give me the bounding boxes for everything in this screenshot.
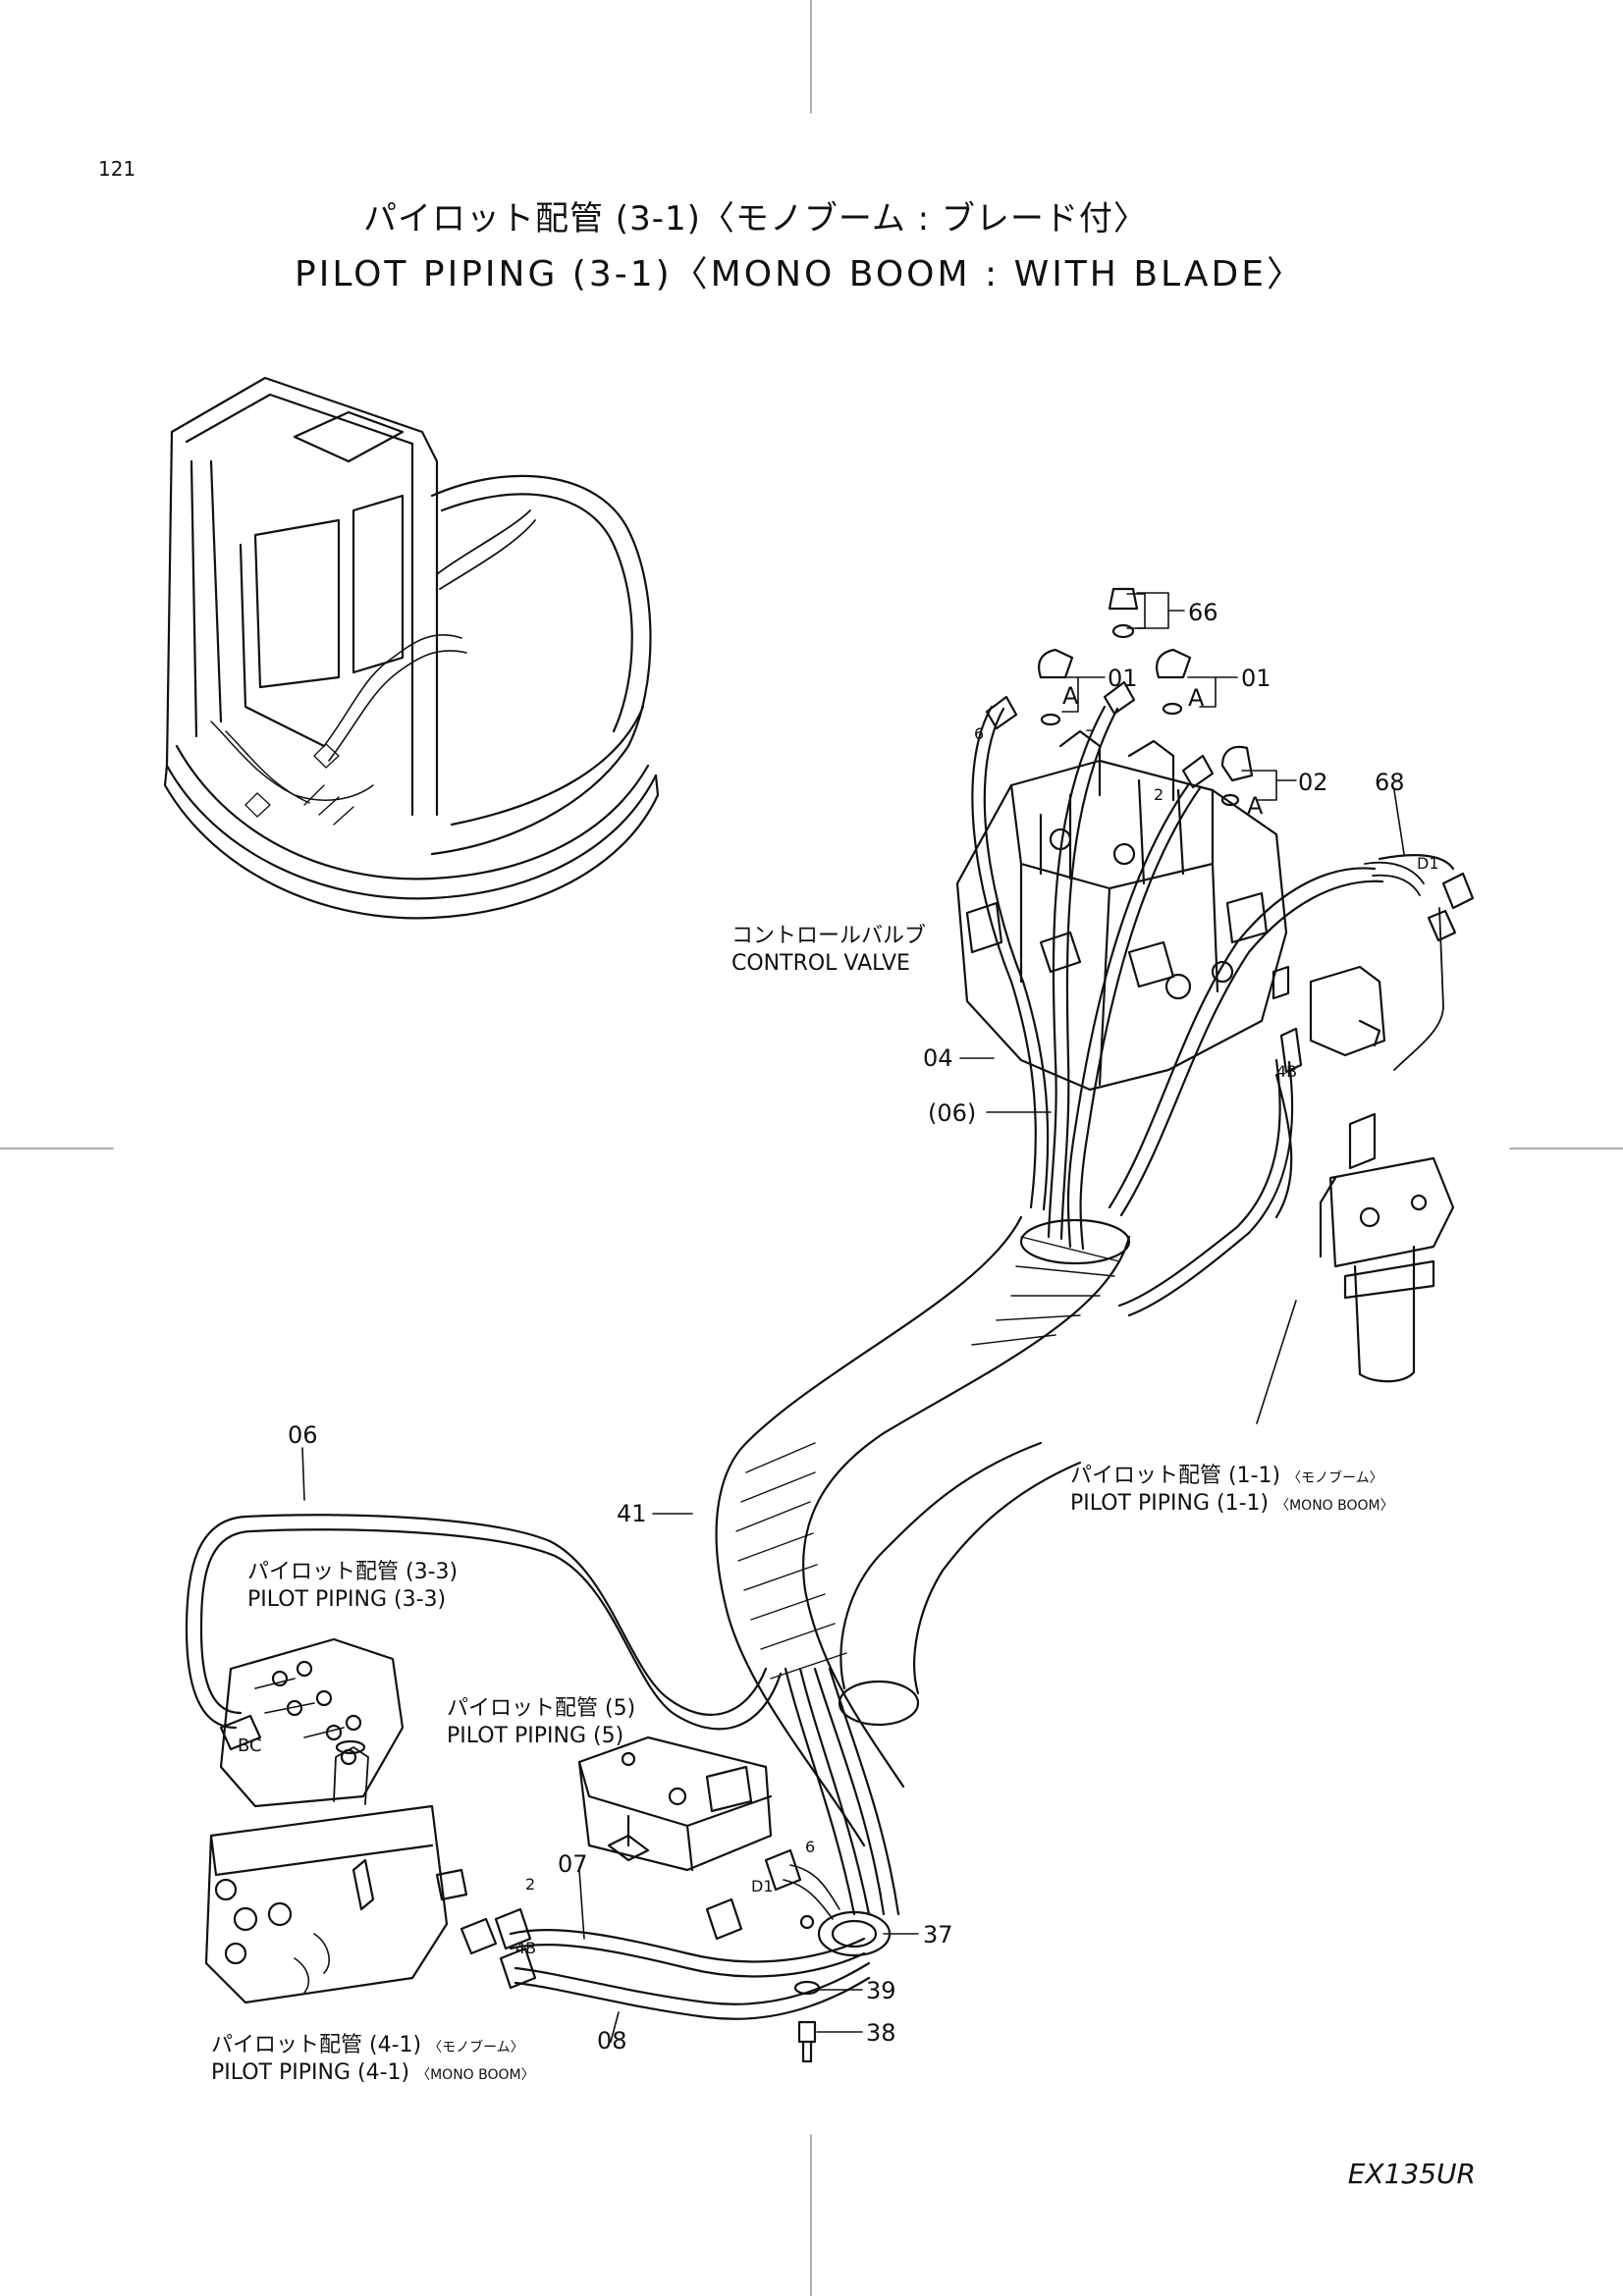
part-number-06-paren[interactable]: (06) — [928, 1099, 977, 1127]
page-title-en: PILOT PIPING (3-1)〈MONO BOOM : WITH BLAD… — [295, 254, 1305, 294]
ref-pilot-piping-1-1-en[interactable]: PILOT PIPING (1-1) 〈MONO BOOM〉 — [1070, 1490, 1394, 1520]
model-number: EX135UR — [1347, 2158, 1476, 2190]
part-number-38[interactable]: 38 — [866, 2019, 896, 2047]
part-number-08[interactable]: 08 — [597, 2027, 627, 2055]
port-label-d1: D1 — [1417, 854, 1439, 873]
part-number-37[interactable]: 37 — [923, 1921, 953, 1949]
part-number-41[interactable]: 41 — [617, 1500, 647, 1527]
ref-label: PILOT PIPING (4-1) — [211, 2060, 410, 2085]
ref-note: 〈モノブーム〉 — [428, 2040, 524, 2056]
port-label-bc: BC — [238, 1735, 262, 1756]
hose-06-loop — [185, 1514, 783, 1731]
ref-pilot-piping-3-3-jp[interactable]: パイロット配管 (3-3) — [247, 1560, 459, 1584]
control-valve-label-jp: コントロールバルブ — [731, 924, 927, 948]
hose-68 — [1274, 854, 1475, 1219]
ref-pilot-piping-5-jp[interactable]: パイロット配管 (5) — [447, 1696, 636, 1721]
control-valve-label-en: CONTROL VALVE — [731, 951, 910, 976]
port-label-7: 7 — [1085, 726, 1096, 745]
ref-note: 〈MONO BOOM〉 — [1275, 1498, 1394, 1514]
port-label-a-left: A — [1062, 682, 1079, 710]
part-number-07[interactable]: 07 — [558, 1850, 588, 1878]
ref-pilot-piping-4-1-jp[interactable]: パイロット配管 (4-1) 〈モノブーム〉 — [211, 2032, 524, 2061]
hoses-07-08 — [494, 1848, 871, 2020]
pilot-block-5 — [577, 1735, 773, 1872]
part-number-68[interactable]: 68 — [1375, 769, 1405, 796]
part-number-04[interactable]: 04 — [923, 1044, 953, 1072]
port-label-a-lower: A — [1247, 792, 1264, 820]
port-label-d1-lower: D1 — [751, 1877, 774, 1896]
pilot-block-3-3 — [219, 1637, 405, 1808]
port-label-6-lower: 6 — [805, 1838, 816, 1856]
ref-label: パイロット配管 (4-1) — [211, 2033, 422, 2057]
port-label-2: 2 — [1154, 785, 1164, 804]
port-label-6: 6 — [974, 724, 985, 743]
part-number-02[interactable]: 02 — [1298, 769, 1328, 796]
ref-pilot-piping-1-1-jp[interactable]: パイロット配管 (1-1) 〈モノブーム〉 — [1070, 1463, 1383, 1492]
pilot-filter-assembly — [1271, 965, 1455, 1383]
valve-fittings — [985, 587, 1254, 807]
port-label-2-lower: 2 — [525, 1875, 536, 1894]
ref-note: 〈モノブーム〉 — [1287, 1470, 1383, 1486]
control-valve-drawing — [955, 729, 1288, 1092]
pilot-block-4-1 — [204, 1739, 498, 2004]
part-number-39[interactable]: 39 — [866, 1977, 896, 2004]
ref-label: PILOT PIPING (1-1) — [1070, 1491, 1270, 1516]
excavator-illustration — [163, 376, 660, 920]
port-label-4b-lower: 4B — [515, 1939, 537, 1957]
part-number-01-left[interactable]: 01 — [1108, 665, 1138, 692]
ref-pilot-piping-3-3-en[interactable]: PILOT PIPING (3-3) — [247, 1587, 447, 1612]
port-label-4b: 4B — [1276, 1062, 1298, 1081]
part-number-01-right[interactable]: 01 — [1241, 665, 1271, 692]
page-number: 121 — [98, 157, 136, 181]
ref-pilot-piping-5-en[interactable]: PILOT PIPING (5) — [447, 1724, 624, 1748]
ref-pilot-piping-4-1-en[interactable]: PILOT PIPING (4-1) 〈MONO BOOM〉 — [211, 2059, 535, 2089]
part-number-66[interactable]: 66 — [1188, 599, 1218, 626]
ref-label: パイロット配管 (1-1) — [1070, 1464, 1281, 1488]
part-number-06[interactable]: 06 — [288, 1421, 318, 1449]
leader-lines — [301, 592, 1405, 2043]
page-title-jp: パイロット配管 (3-1)〈モノブーム : ブレード付〉 — [363, 199, 1148, 239]
ref-note: 〈MONO BOOM〉 — [416, 2067, 535, 2083]
hose-bundle — [715, 705, 1425, 1916]
port-label-a-right: A — [1188, 684, 1205, 712]
